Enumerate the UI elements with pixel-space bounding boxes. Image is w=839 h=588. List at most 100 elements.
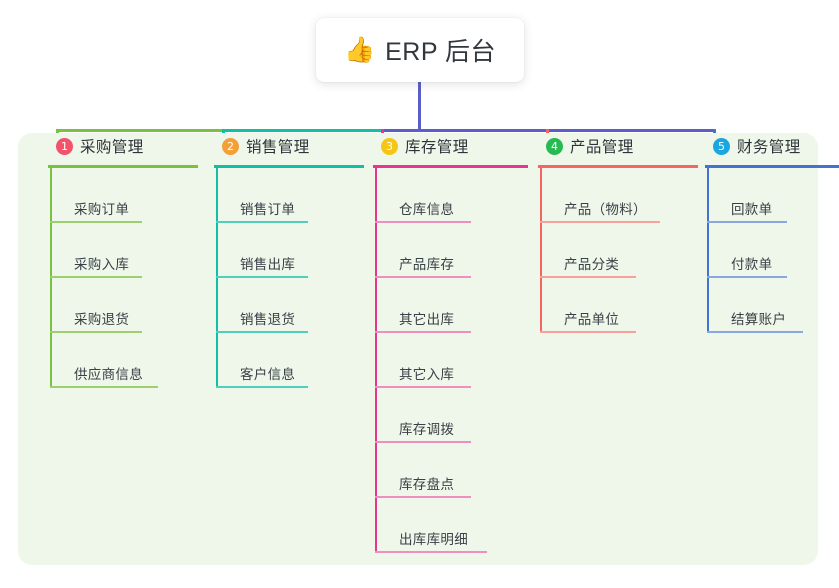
- branch-header-3[interactable]: 3 库存管理: [373, 133, 528, 159]
- leaf-item[interactable]: 销售订单: [214, 168, 364, 223]
- leaf-item-underline: [50, 386, 158, 388]
- leaf-item-label: 采购入库: [74, 257, 130, 272]
- leaf-item-underline: [375, 331, 471, 333]
- branch-column-1: 1 采购管理采购订单采购入库采购退货供应商信息: [48, 133, 198, 388]
- leaf-item-label: 出库库明细: [399, 532, 468, 547]
- leaf-item[interactable]: 采购入库: [48, 223, 198, 278]
- branch-number-badge: 2: [222, 137, 239, 155]
- leaf-item[interactable]: 出库库明细: [373, 498, 528, 553]
- branch-number-badge: 3: [381, 137, 398, 155]
- branch-underline: [48, 165, 198, 168]
- branch-title: 销售管理: [246, 139, 310, 156]
- branch-underline: [214, 165, 364, 168]
- leaf-item-label: 销售退货: [240, 312, 296, 327]
- branch-leaf-list: 产品（物料） 产品分类产品单位: [538, 168, 698, 333]
- leaf-item-underline: [375, 496, 471, 498]
- branch-title: 采购管理: [80, 139, 144, 156]
- leaf-item-label: 付款单: [731, 257, 773, 272]
- branch-leaf-list: 采购订单采购入库采购退货供应商信息: [48, 168, 198, 388]
- leaf-item-underline: [216, 331, 308, 333]
- branch-number-badge: 4: [546, 137, 563, 155]
- leaf-item-label: 产品分类: [564, 257, 620, 272]
- leaf-item[interactable]: 库存盘点: [373, 443, 528, 498]
- branch-number-badge: 5: [713, 137, 730, 155]
- branch-spine: [50, 168, 52, 388]
- leaf-item[interactable]: 结算账户: [705, 278, 839, 333]
- leaf-item-label: 其它入库: [399, 367, 455, 382]
- leaf-item-underline: [375, 276, 471, 278]
- thumbs-up-icon: 👍: [343, 35, 376, 64]
- leaf-item[interactable]: 客户信息: [214, 333, 364, 388]
- leaf-item-label: 其它出库: [399, 312, 455, 327]
- leaf-item[interactable]: 其它出库: [373, 278, 528, 333]
- leaf-item[interactable]: 付款单: [705, 223, 839, 278]
- leaf-item-underline: [375, 386, 471, 388]
- leaf-item[interactable]: 库存调拨: [373, 388, 528, 443]
- leaf-item[interactable]: 产品库存: [373, 223, 528, 278]
- root-node-card[interactable]: 👍 ERP 后台: [316, 18, 524, 82]
- leaf-item[interactable]: 供应商信息: [48, 333, 198, 388]
- leaf-item-label: 客户信息: [240, 367, 296, 382]
- branch-header-5[interactable]: 5 财务管理: [705, 133, 839, 159]
- branch-header-1[interactable]: 1 采购管理: [48, 133, 198, 159]
- leaf-item-label: 结算账户: [731, 312, 787, 327]
- leaf-item-label: 产品库存: [399, 257, 455, 272]
- leaf-item[interactable]: 其它入库: [373, 333, 528, 388]
- leaf-item-underline: [50, 276, 142, 278]
- root-stem-connector: [418, 82, 421, 131]
- leaf-item[interactable]: 产品分类: [538, 223, 698, 278]
- leaf-item[interactable]: 采购订单: [48, 168, 198, 223]
- leaf-item[interactable]: 仓库信息: [373, 168, 528, 223]
- leaf-item-label: 库存盘点: [399, 477, 455, 492]
- leaf-item-underline: [707, 276, 787, 278]
- leaf-item-label: 采购退货: [74, 312, 130, 327]
- leaf-item[interactable]: 采购退货: [48, 278, 198, 333]
- leaf-item[interactable]: 产品（物料）: [538, 168, 698, 223]
- branch-underline: [705, 165, 839, 168]
- leaf-item-underline: [50, 331, 142, 333]
- branch-spine: [707, 168, 709, 333]
- leaf-item-label: 采购订单: [74, 202, 130, 217]
- leaf-item-label: 销售订单: [240, 202, 296, 217]
- branch-spine: [375, 168, 377, 553]
- leaf-item-underline: [707, 331, 803, 333]
- branch-title: 财务管理: [737, 139, 801, 156]
- branch-spine: [216, 168, 218, 388]
- branch-column-3: 3 库存管理仓库信息产品库存其它出库其它入库库存调拨库存盘点出库库明细: [373, 133, 528, 553]
- leaf-item-underline: [216, 386, 308, 388]
- leaf-item[interactable]: 回款单: [705, 168, 839, 223]
- leaf-item-underline: [540, 276, 636, 278]
- leaf-item[interactable]: 销售出库: [214, 223, 364, 278]
- leaf-item-underline: [540, 221, 660, 223]
- leaf-item-label: 销售出库: [240, 257, 296, 272]
- branch-column-4: 4 产品管理产品（物料） 产品分类产品单位: [538, 133, 698, 333]
- branch-column-5: 5 财务管理回款单付款单结算账户: [705, 133, 839, 333]
- branch-title: 库存管理: [405, 139, 469, 156]
- leaf-item-underline: [50, 221, 142, 223]
- branches-panel: 1 采购管理采购订单采购入库采购退货供应商信息 2 销售管理销售订单销售出库销售退货客…: [18, 133, 839, 565]
- branch-header-2[interactable]: 2 销售管理: [214, 133, 364, 159]
- branch-leaf-list: 仓库信息产品库存其它出库其它入库库存调拨库存盘点出库库明细: [373, 168, 528, 553]
- leaf-item[interactable]: 产品单位: [538, 278, 698, 333]
- leaf-item-underline: [375, 441, 471, 443]
- leaf-item-underline: [375, 551, 487, 553]
- branch-underline: [373, 165, 528, 168]
- branch-underline: [538, 165, 698, 168]
- branch-leaf-list: 回款单付款单结算账户: [705, 168, 839, 333]
- branch-header-4[interactable]: 4 产品管理: [538, 133, 698, 159]
- leaf-item-label: 产品（物料）: [564, 202, 647, 217]
- leaf-item-underline: [375, 221, 471, 223]
- leaf-item[interactable]: 销售退货: [214, 278, 364, 333]
- branch-leaf-list: 销售订单销售出库销售退货客户信息: [214, 168, 364, 388]
- leaf-item-underline: [216, 276, 308, 278]
- leaf-item-label: 产品单位: [564, 312, 620, 327]
- branch-number-badge: 1: [56, 137, 73, 155]
- leaf-item-underline: [540, 331, 636, 333]
- bus-segment-mid: [222, 129, 384, 132]
- branch-spine: [540, 168, 542, 333]
- leaf-item-underline: [707, 221, 787, 223]
- leaf-item-label: 库存调拨: [399, 422, 455, 437]
- branch-title: 产品管理: [570, 139, 634, 156]
- leaf-item-label: 仓库信息: [399, 202, 455, 217]
- bus-segment-left: [56, 129, 225, 132]
